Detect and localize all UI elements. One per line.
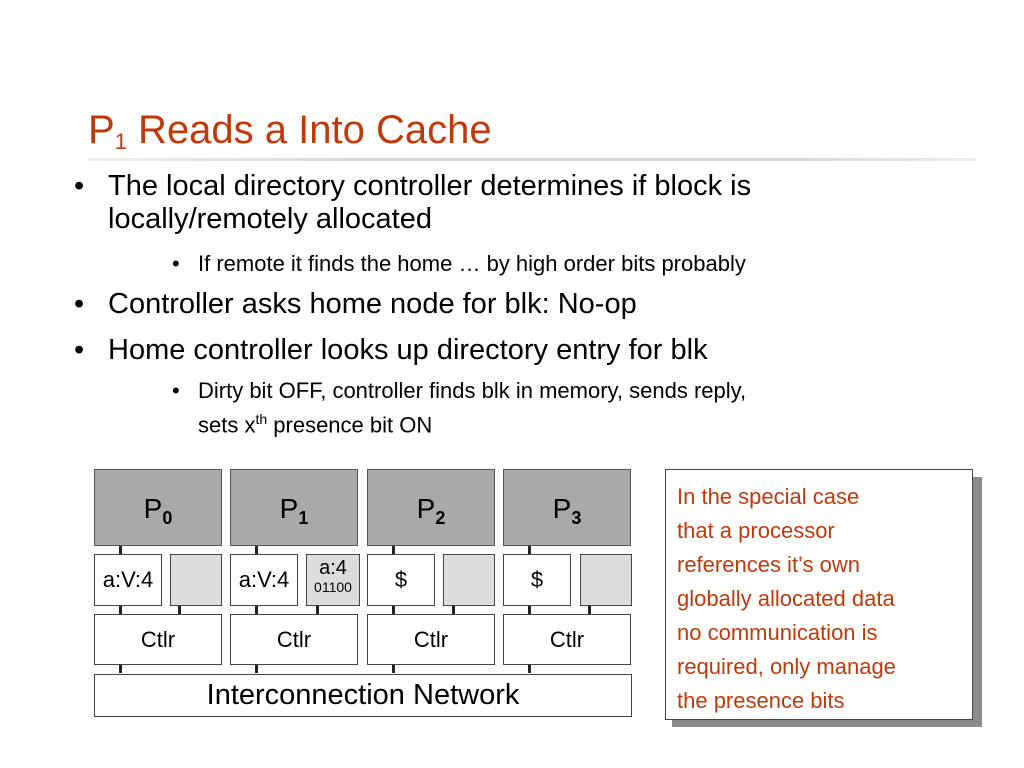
connector-tick bbox=[528, 606, 531, 614]
slide-title: P1 Reads a Into Cache bbox=[88, 108, 492, 154]
processor-p0: P0 bbox=[94, 469, 222, 546]
connector-tick bbox=[392, 665, 395, 673]
connector-tick bbox=[316, 606, 319, 614]
connector-tick bbox=[255, 606, 258, 614]
processor-p2: P2 bbox=[367, 469, 495, 546]
connector-tick bbox=[392, 546, 395, 554]
cache-p0: a:V:4 bbox=[94, 554, 162, 606]
connector-tick bbox=[255, 665, 258, 673]
controller-p3: Ctlr bbox=[503, 614, 631, 665]
directory-p3 bbox=[580, 554, 632, 606]
connector-tick bbox=[528, 546, 531, 554]
special-case-note: In the special case that a processor ref… bbox=[665, 469, 973, 720]
connector-tick bbox=[452, 606, 455, 614]
directory-p0 bbox=[170, 554, 222, 606]
connector-tick bbox=[255, 546, 258, 554]
directory-p1: a:4 01100 bbox=[306, 554, 360, 606]
subbullet-remote-home: If remote it finds the home … by high or… bbox=[172, 249, 958, 278]
connector-tick bbox=[178, 606, 181, 614]
connector-tick bbox=[119, 546, 122, 554]
controller-p0: Ctlr bbox=[94, 614, 222, 665]
connector-tick bbox=[119, 606, 122, 614]
directory-presence-bits: 01100 bbox=[314, 579, 352, 595]
bullet-controller-asks: Controller asks home node for blk: No-op bbox=[74, 288, 928, 321]
connector-tick bbox=[528, 665, 531, 673]
cache-p3: $ bbox=[503, 554, 571, 606]
controller-p2: Ctlr bbox=[367, 614, 495, 665]
connector-tick bbox=[392, 606, 395, 614]
controller-p1: Ctlr bbox=[230, 614, 358, 665]
interconnection-network: Interconnection Network bbox=[94, 674, 632, 717]
processor-p1: P1 bbox=[230, 469, 358, 546]
cache-p2: $ bbox=[367, 554, 435, 606]
bullet-home-controller: Home controller looks up directory entry… bbox=[74, 334, 928, 367]
subbullet-dirty-bit: Dirty bit OFF, controller finds blk in m… bbox=[172, 376, 958, 439]
cache-p1: a:V:4 bbox=[230, 554, 298, 606]
directory-entry-address: a:4 bbox=[319, 557, 347, 579]
title-underline bbox=[88, 158, 976, 161]
bullet-local-directory: The local directory controller determine… bbox=[74, 170, 928, 236]
connector-tick bbox=[588, 606, 591, 614]
directory-p2 bbox=[443, 554, 495, 606]
processor-p3: P3 bbox=[503, 469, 631, 546]
connector-tick bbox=[119, 665, 122, 673]
